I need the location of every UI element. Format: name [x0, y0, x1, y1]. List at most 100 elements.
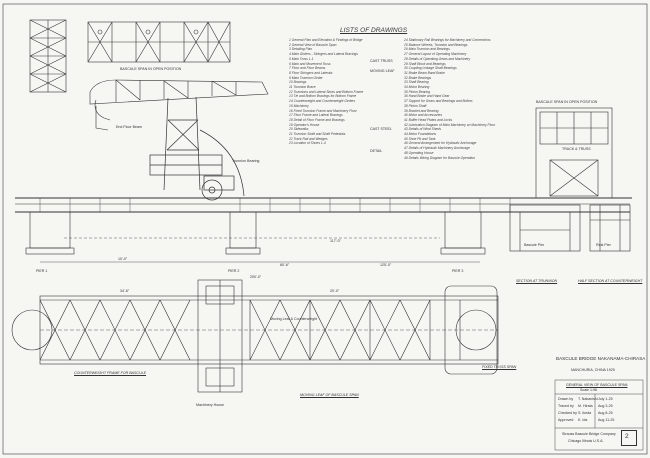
list-item: 35 Pinion Bearing — [404, 89, 431, 94]
list-item: 36 Hand Brake and Hand Gear — [404, 94, 450, 99]
list-item: 20 Sidewalks — [289, 127, 309, 132]
caption-half-sec: HALF SECTION AT COUNTERWEIGHT — [578, 279, 643, 283]
caption-pier-a: PIER 1 — [36, 269, 48, 273]
dimension: 117'-0" — [330, 239, 341, 243]
note: Bascule Pier — [524, 243, 545, 247]
section-trunnion — [509, 204, 631, 252]
caption-track: TRACK & TRUSS — [562, 147, 591, 151]
signature-date: July 1-25 — [598, 397, 613, 401]
caption-elevation-open: BASCULE SPAN IN OPEN POSITION — [120, 67, 182, 71]
sheet-number-box — [621, 430, 637, 446]
caption-pier-b: PIER 2 — [228, 269, 240, 273]
list-heading: LISTS OF DRAWINGS — [340, 27, 408, 34]
note: Trunnion Bearing — [232, 159, 260, 163]
signature-role: Drawn by — [558, 397, 574, 401]
list-item: 42 Lubrication Diagram of Main Machinery… — [404, 122, 496, 127]
caption-pier-c: PIER 3 — [452, 269, 464, 273]
signature-date: Aug 11-25 — [598, 418, 615, 422]
drawing-list-right: 24 Stationary Rail Bearings for Machiner… — [404, 38, 495, 160]
sheet-border — [2, 3, 648, 455]
list-item: 45 Shoe Pit and Tank — [404, 136, 436, 141]
list-item: 31 Brake Beam Band Brake — [404, 70, 445, 75]
list-item: 5 Main Truss L-1 — [289, 56, 314, 61]
caption-cw-plan: COUNTERWEIGHT FRAME FOR BASCULE — [74, 371, 147, 375]
counterweight-tower — [149, 96, 245, 201]
list-item: 47 Details of Hydraulic Machinery Anchor… — [404, 146, 470, 151]
list-item: 46 General Arrangement for Hydraulic Anc… — [404, 141, 477, 146]
signature-date: Aug 3-25 — [598, 404, 613, 408]
list-item: 9 Main Trunnion Girder — [289, 75, 323, 80]
title-block — [554, 379, 644, 451]
tower-elevation — [29, 19, 67, 93]
drawing-list-left: 1 General Plan and Elevation & Findings … — [289, 38, 363, 146]
drawing-title: BASCULE BRIDGE NAKANAMA-CHIRASA — [556, 356, 646, 361]
list-item: 11 Trunnion Brace — [289, 85, 316, 90]
note: Moving Leaf & Counterweight — [270, 317, 318, 321]
list-item: 29 Shaft Block and Bearings — [404, 61, 446, 66]
dimension: 125'-0" — [380, 263, 392, 267]
scale: Scale 1:96 — [580, 388, 597, 392]
list-item: 49 Details Wiring Diagram for Bascule Op… — [404, 155, 476, 160]
drawing-subtitle: MANCHURIA, CHINA 1925 — [571, 368, 615, 372]
list-item: 34 Motor Bearing — [404, 85, 430, 90]
list-item: 19 Operator's House — [289, 122, 320, 127]
caption-fixed-plan: FIXED TRUSS SPAN — [482, 365, 517, 369]
list-tag: CAST STEEL — [370, 127, 392, 131]
list-item: 12 Trunnions and Lateral Struts and Bott… — [289, 89, 364, 94]
note: Rest Pier — [596, 243, 611, 247]
dimension: 60'-6" — [280, 263, 290, 267]
signature-name: K. Ida — [578, 418, 588, 422]
note: Machinery House — [196, 403, 224, 407]
list-tag: DETAIL — [370, 149, 383, 153]
list-item: 16 Fixed Trunnion Frame and Machinery Fl… — [289, 108, 357, 113]
sheet-number: 2 — [625, 433, 629, 440]
list-item: 32 Brake Bearings — [404, 75, 432, 80]
list-item: 2 General View of Bascule Span — [289, 42, 337, 47]
list-tag: CAST TRUSS — [370, 59, 393, 63]
list-item: 18 Detail of Floor Frame and Bracings — [289, 117, 345, 122]
end-view — [516, 107, 632, 199]
list-item: 27 General Layout of Operating Machinery — [404, 52, 467, 57]
list-item: 13 Tie and Bottom Bracings for Bottom Fr… — [289, 94, 357, 99]
dimension: 34'-6" — [120, 289, 130, 293]
caption-end-view: BASCULE SPAN IN OPEN POSITION — [536, 100, 598, 104]
company-city: Chicago Illinois U.S.A. — [568, 439, 604, 443]
signature-role: Approved — [558, 418, 574, 422]
list-item: 4 Main Girders - Stringers and Lateral B… — [289, 52, 358, 57]
list-item: 43 Details of Wind Sheds — [404, 127, 441, 132]
caption-sec-trunnion: SECTION AT TRUNNION — [516, 279, 558, 283]
list-item: 37 Support for Gears and Bearings and Bo… — [404, 99, 473, 104]
list-item: 24 Stationary Rail Bearings for Machiner… — [404, 38, 491, 42]
signature-role: Checked by — [558, 411, 577, 415]
company-name: Strauss Bascule Bridge Company — [562, 432, 616, 436]
plan-view — [11, 279, 499, 393]
list-item: 38 Pinion Shaft — [404, 103, 427, 108]
list-item: 17 Floor Frame and Lateral Bracings — [289, 113, 343, 118]
dimension: 20'-0" — [330, 289, 340, 293]
list-item: 30 Coupling Linkage Shaft Bearings — [404, 66, 457, 71]
note: End Floor Beam — [116, 125, 142, 129]
list-item: 28 Details of Operating Gears and Machin… — [404, 56, 471, 61]
open-leaf-truss — [87, 21, 231, 63]
signature-date: Aug 8-25 — [598, 411, 613, 415]
list-item: 41 Buffer Head Plates and Locks — [404, 117, 453, 122]
dimension: 200'-0" — [250, 275, 262, 279]
list-item: 10 Bracings — [289, 80, 307, 85]
list-item: 3 Detailing Plan — [289, 47, 313, 52]
list-item: 33 Shaft Bearing — [404, 80, 429, 85]
list-item: 22 Track Rail and Wedges — [289, 136, 328, 141]
signature-name: M. Hirata — [578, 404, 593, 408]
list-item: 6 Main and Movement Truss — [289, 61, 331, 66]
list-item: 7 Floor and Floor Beams — [289, 66, 326, 71]
list-item: 48 Operating House — [404, 150, 434, 155]
list-item: 14 Counterweight and Counterweight Girde… — [289, 99, 356, 104]
list-item: 40 Motor and Accessories — [404, 113, 442, 118]
sheet-title: GENERAL VIEW OF BASCULE SPAN — [566, 383, 628, 387]
list-item: 15 Machinery — [289, 103, 309, 108]
caption-moving-plan: MOVING LEAF OF BASCULE SPAN — [300, 393, 359, 397]
list-item: 26 Main Trunnion and Bearings — [404, 47, 450, 52]
signature-name: T. Nakanishi — [578, 397, 598, 401]
list-item: 25 Balance Wheels, Trunnion and Bearings — [404, 42, 468, 47]
